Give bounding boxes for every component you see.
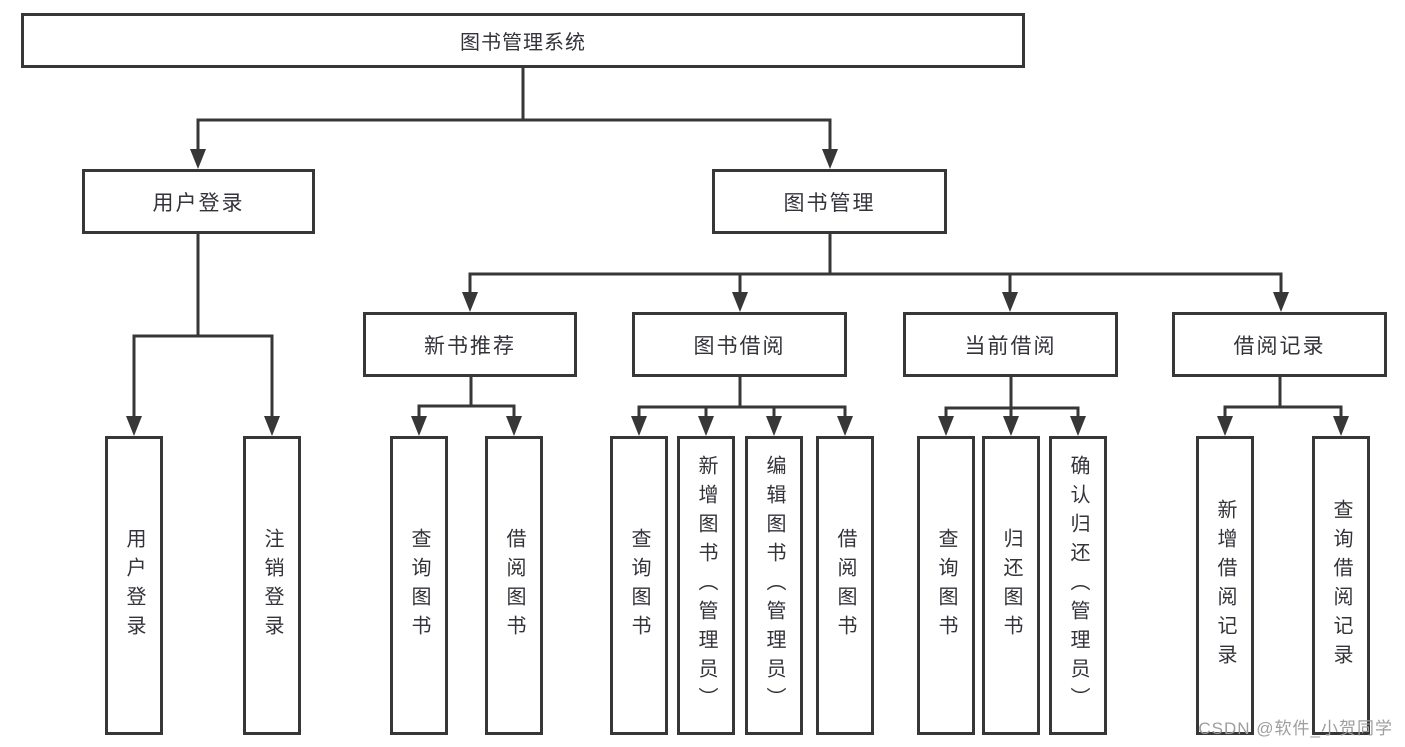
node-label: 确认归还（管理员） [1067,455,1089,716]
csdn-watermark: CSDN @软件_小贺同学 [1198,719,1393,738]
node-label: 借阅图书 [503,527,525,644]
node-records-query-record: 查询借阅记录 [1312,436,1370,735]
node-borrowing-query-books: 查询图书 [610,436,668,735]
node-label: 借阅图书 [834,527,856,644]
node-label: 借阅记录 [1233,334,1326,358]
node-borrowing-edit-books-admin: 编辑图书（管理员） [745,436,803,735]
node-label: 新书推荐 [424,334,516,358]
node-user-login: 用户登录 [82,169,315,234]
node-borrowing-borrow-books: 借阅图书 [816,436,874,735]
node-label: 用户登录 [123,527,145,644]
node-label: 新增图书（管理员） [695,455,717,716]
arrowhead-markers [126,149,1349,436]
node-logout-action: 注销登录 [243,436,301,735]
node-recommend-borrow-books: 借阅图书 [485,436,543,735]
node-borrowing-records: 借阅记录 [1172,312,1387,377]
node-borrowing-add-books-admin: 新增图书（管理员） [677,436,735,735]
node-records-add-record: 新增借阅记录 [1196,436,1254,735]
node-label: 查询图书 [628,527,650,644]
node-label: 归还图书 [1000,527,1022,644]
node-label: 用户登录 [152,191,245,215]
node-library-management-system: 图书管理系统 [21,13,1025,68]
node-label: 图书管理 [783,191,876,215]
node-label: 注销登录 [261,527,283,644]
node-recommend-query-books: 查询图书 [390,436,448,735]
node-label: 查询借阅记录 [1330,498,1352,673]
node-label: 新增借阅记录 [1214,498,1236,673]
node-book-borrowing: 图书借阅 [632,312,847,377]
node-label: 当前借阅 [964,334,1057,358]
node-user-login-action: 用户登录 [105,436,163,735]
connector-lines [132,65,1343,423]
node-new-book-recommendation: 新书推荐 [363,312,577,377]
node-label: 查询图书 [935,527,957,644]
node-label: 图书管理系统 [460,32,586,54]
node-label: 编辑图书（管理员） [763,455,785,716]
node-current-query-books: 查询图书 [917,436,975,735]
node-current-borrowing: 当前借阅 [903,312,1118,377]
node-label: 查询图书 [408,527,430,644]
node-label: 图书借阅 [693,334,786,358]
node-book-management: 图书管理 [712,169,947,234]
node-current-return-books: 归还图书 [982,436,1040,735]
node-current-confirm-return-admin: 确认归还（管理员） [1049,436,1107,735]
